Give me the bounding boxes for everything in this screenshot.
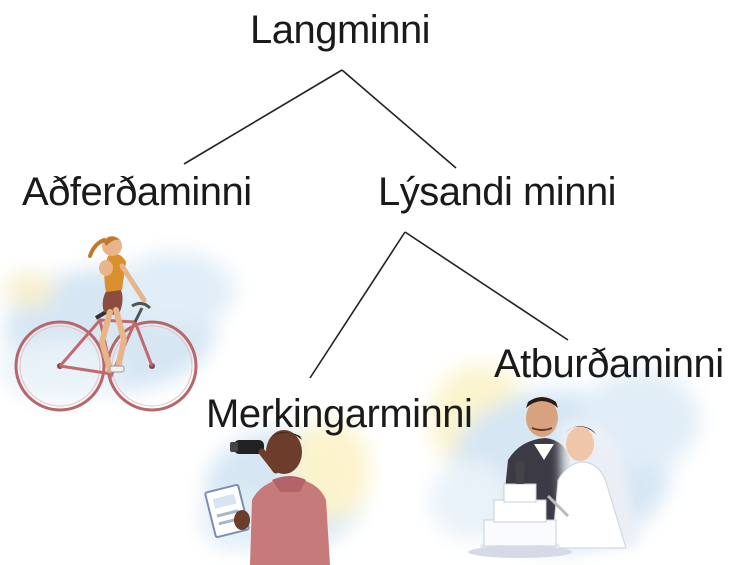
declarative-memory-label: Lýsandi minni: [378, 170, 617, 214]
cyclist-illustration: [0, 236, 235, 412]
root-node-label: Langminni: [250, 8, 431, 52]
photographer-illustration: [200, 420, 370, 565]
tree-edges: [183, 69, 569, 379]
wedding-couple-illustration: [430, 365, 700, 558]
edge-root-declarative: [341, 69, 457, 169]
procedural-memory-label: Aðferðaminni: [22, 170, 252, 214]
semantic-memory-label: Merkingarminni: [206, 392, 473, 436]
edge-declarative-episodic: [404, 231, 569, 341]
edge-root-procedural: [183, 69, 343, 165]
episodic-memory-label: Atburðaminni: [494, 342, 724, 386]
edge-declarative-semantic: [309, 231, 406, 379]
